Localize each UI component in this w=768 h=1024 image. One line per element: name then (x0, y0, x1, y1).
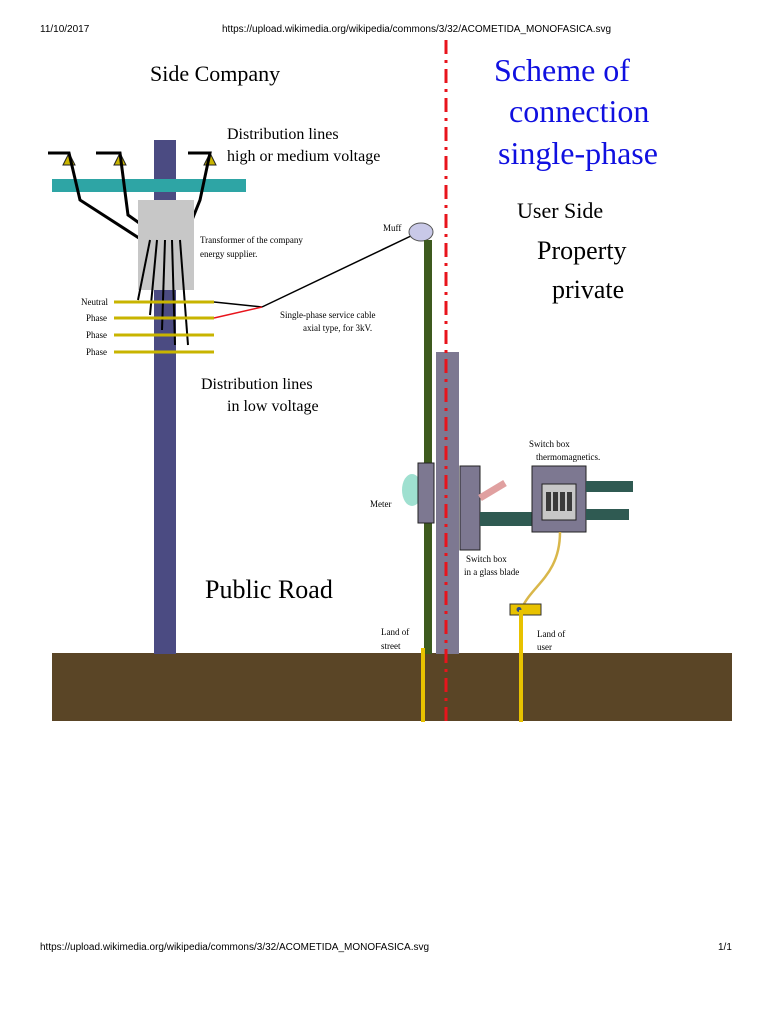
footer-url[interactable]: https://upload.wikimedia.org/wikipedia/c… (40, 942, 430, 953)
land-street-line2: street (381, 641, 401, 651)
title-line2: connection (509, 93, 649, 129)
property-line1: Property (537, 236, 627, 265)
neutral-label: Neutral (81, 297, 108, 307)
muff-icon (408, 222, 434, 242)
land-street-line1: Land of (381, 627, 409, 637)
high-voltage-lines (48, 151, 212, 242)
outgoing-pipe (586, 509, 629, 520)
switch-glass-line1: Switch box (466, 554, 507, 564)
muff-label: Muff (383, 223, 401, 233)
transformer-line1: Transformer of the company (200, 235, 303, 245)
ground (52, 653, 732, 721)
cable-line2: axial type, for 3kV. (303, 323, 372, 333)
breaker-icon (553, 492, 558, 511)
dist-low-line1: Distribution lines (201, 376, 313, 393)
switch-blade (478, 479, 507, 502)
land-user-line2: user (537, 642, 552, 652)
ground-rod-street (421, 648, 425, 722)
dist-high-line2: high or medium voltage (227, 148, 380, 165)
header-date: 11/10/2017 (40, 24, 90, 35)
grounding-wire (520, 531, 562, 609)
crossarm (52, 179, 246, 192)
dist-low-line2: in low voltage (227, 398, 319, 415)
low-voltage-lines (114, 300, 214, 354)
glass-blade-switch-box (459, 465, 481, 551)
public-road-label: Public Road (205, 575, 333, 604)
side-company-label: Side Company (150, 61, 280, 86)
title-line3: single-phase (498, 135, 658, 171)
meter-label: Meter (370, 499, 392, 509)
user-side-label: User Side (517, 198, 603, 223)
dist-high-line1: Distribution lines (227, 126, 339, 143)
user-pillar (436, 352, 459, 654)
service-cable-main (261, 234, 414, 308)
service-post (424, 240, 432, 654)
meter-box (417, 462, 435, 524)
header-url[interactable]: https://upload.wikimedia.org/wikipedia/c… (222, 24, 612, 35)
switch-glass-line2: in a glass blade (464, 567, 519, 577)
phase2-label: Phase (86, 330, 107, 340)
ground-clamp (509, 603, 542, 616)
property-line2: private (552, 275, 624, 304)
land-user-line1: Land of (537, 629, 565, 639)
phase1-label: Phase (86, 313, 107, 323)
breaker-icon (560, 492, 565, 511)
title-line1: Scheme of (494, 52, 630, 88)
ground-rod-user (519, 610, 523, 722)
cable-line1: Single-phase service cable (280, 310, 375, 320)
service-cable-black (213, 301, 263, 308)
breaker-icon (567, 492, 572, 511)
phase3-label: Phase (86, 347, 107, 357)
switch-thermo-line1: Switch box (529, 439, 570, 449)
outgoing-pipe (586, 481, 633, 492)
switch-thermo-line2: thermomagnetics. (536, 452, 600, 462)
footer-page-number: 1/1 (718, 942, 732, 953)
service-cable-red (213, 306, 263, 319)
pipe-to-thermo-box (480, 512, 532, 526)
transformer-line2: energy supplier. (200, 249, 257, 259)
meter-icon (402, 474, 422, 506)
transformer (138, 200, 194, 290)
breaker-icon (546, 492, 551, 511)
